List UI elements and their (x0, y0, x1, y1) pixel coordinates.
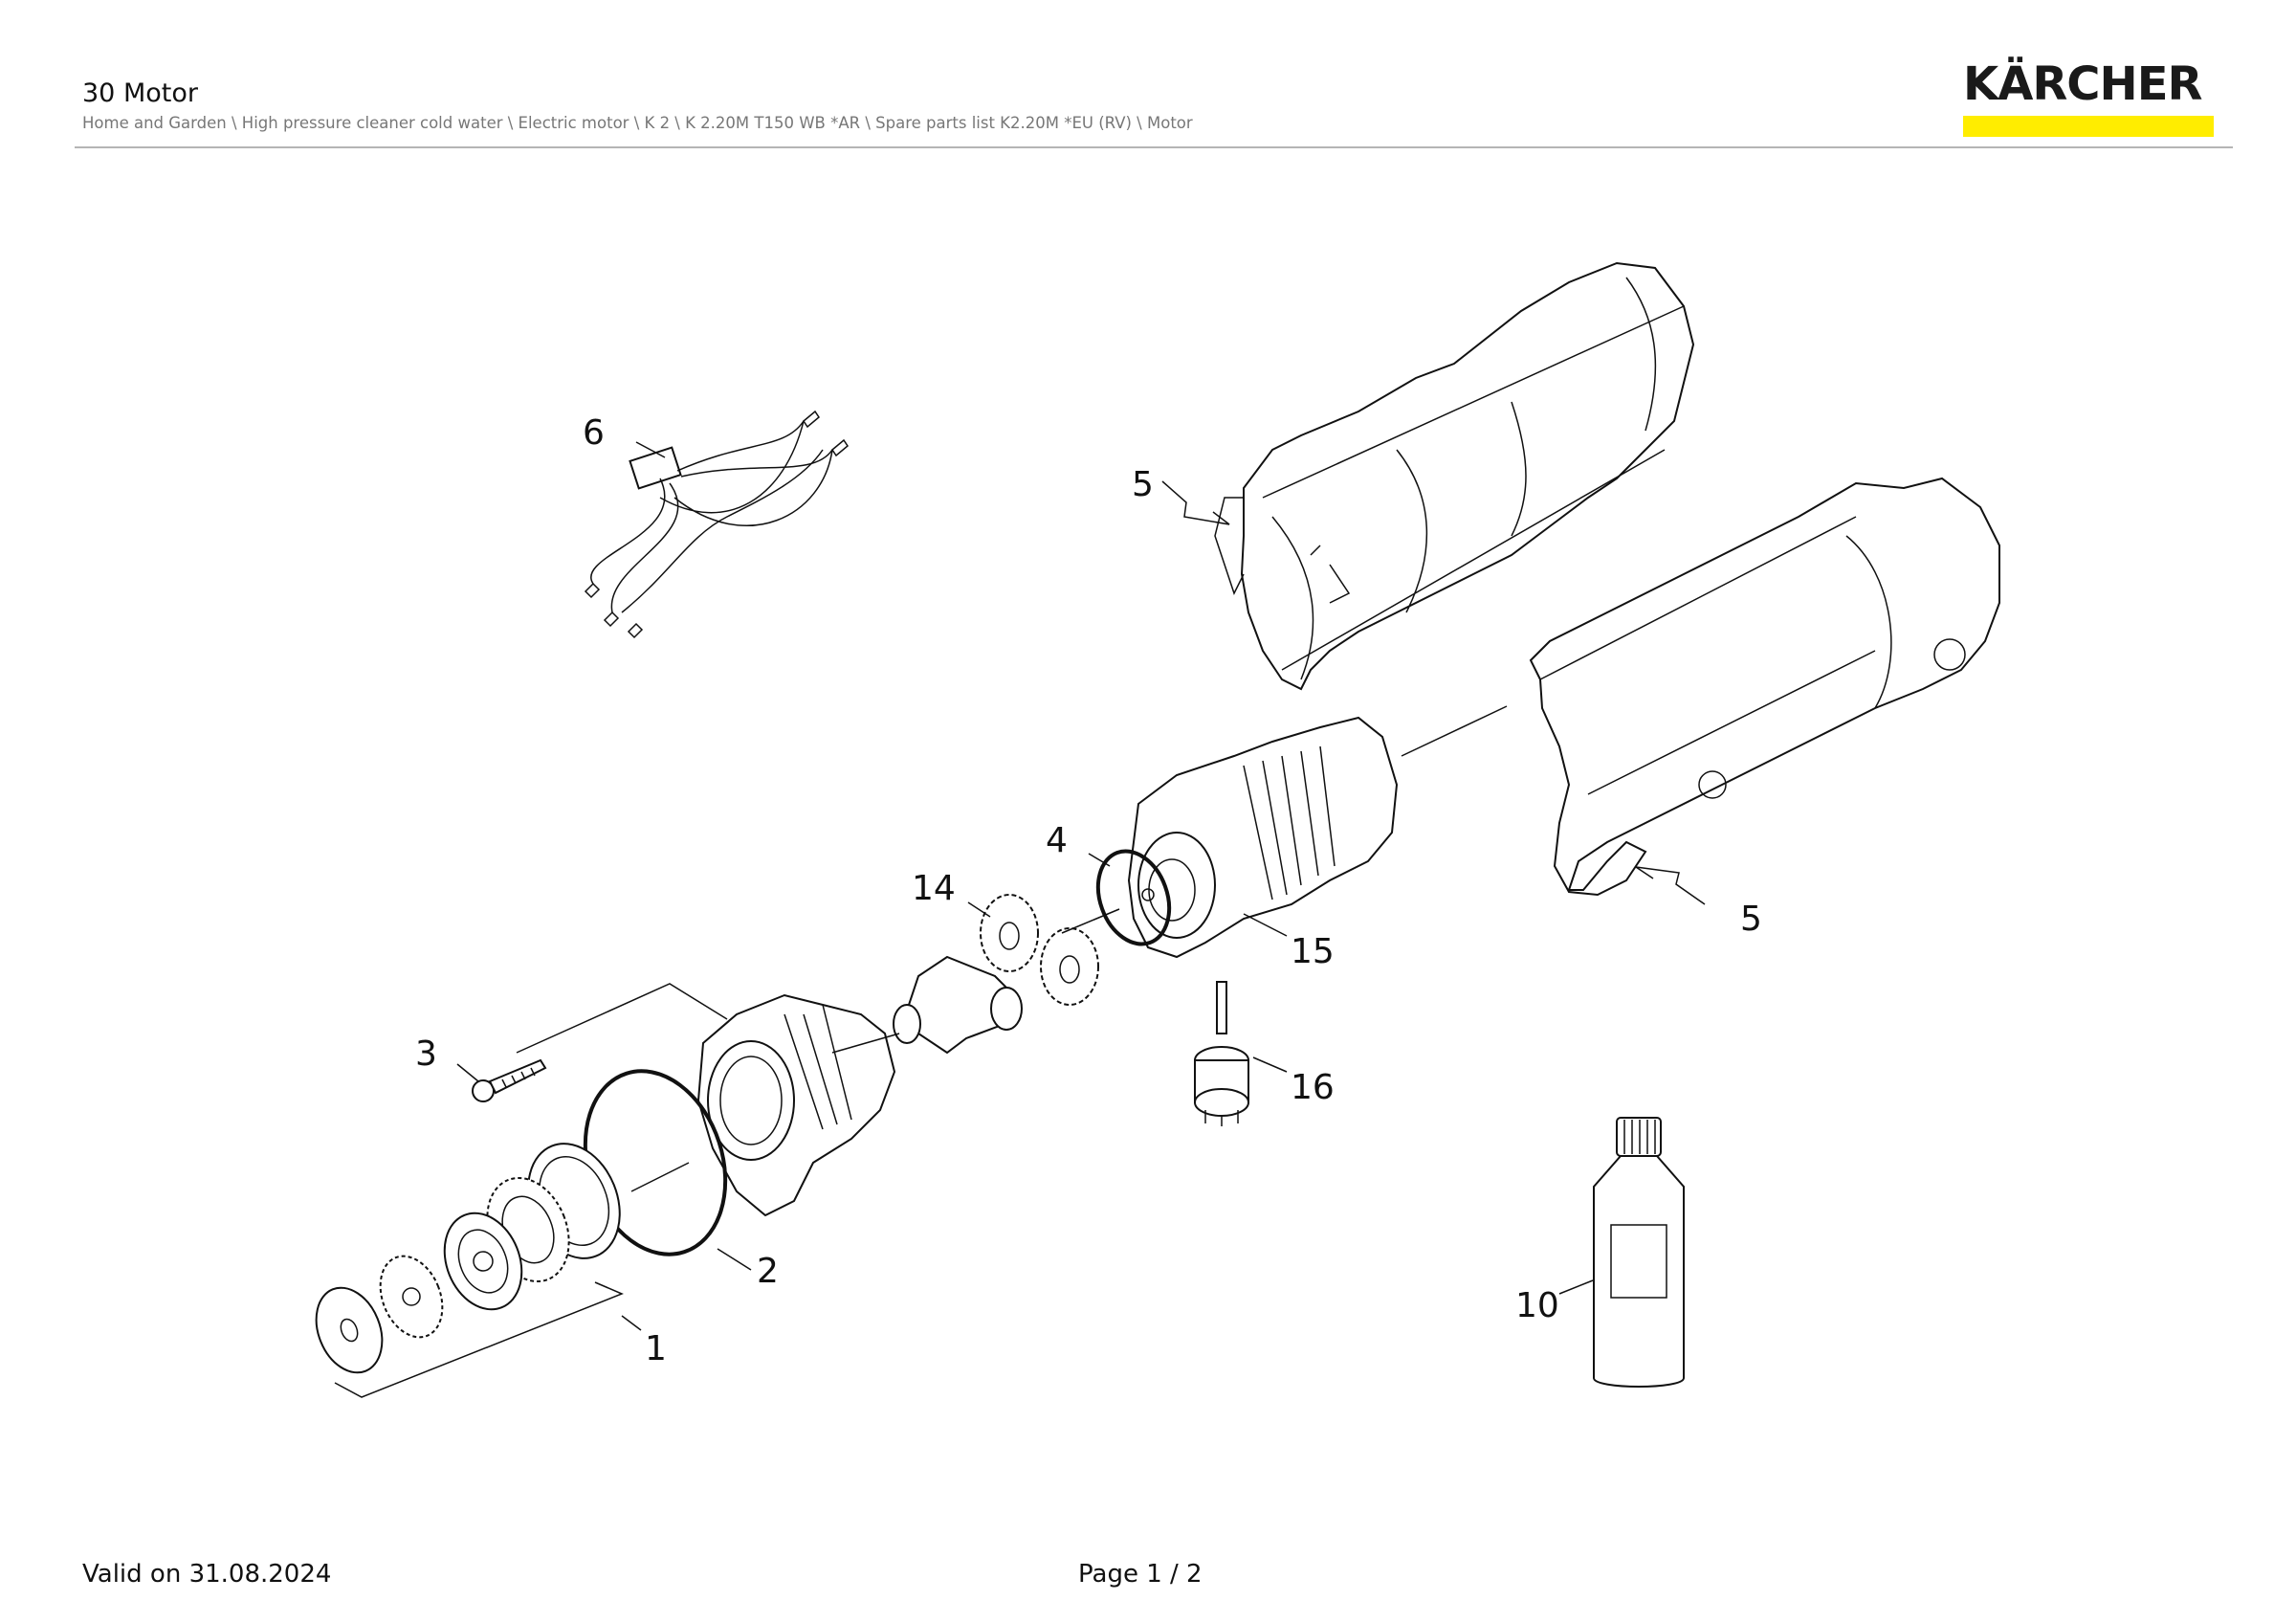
part-14-gears (980, 894, 1099, 1006)
callout-1: 1 (645, 1329, 667, 1368)
gear-housing (696, 993, 896, 1217)
callout-16: 16 (1291, 1068, 1335, 1107)
callout-2: 2 (757, 1252, 779, 1291)
callout-6: 6 (583, 413, 605, 453)
valid-date: Valid on 31.08.2024 (82, 1560, 332, 1589)
callout-14: 14 (912, 869, 956, 908)
part-5-upper-housing (1214, 261, 1695, 691)
page-number: Page 1 / 2 (1078, 1560, 1203, 1589)
connecting-shaft (893, 955, 1023, 1055)
callout-4: 4 (1046, 821, 1068, 860)
callout-leaders (456, 441, 1706, 1331)
callout-3: 3 (415, 1034, 437, 1074)
callout-5-lower: 5 (1740, 900, 1762, 939)
part-10-oil-bottle (1593, 1117, 1685, 1388)
part-16-capacitor (1194, 981, 1249, 1126)
header-divider (75, 146, 2233, 148)
logo-yellow-bar (1963, 116, 2214, 137)
callout-5-upper: 5 (1132, 465, 1154, 504)
part-5-lower-housing (1529, 477, 2000, 897)
part-3-screw (472, 1058, 547, 1102)
part-15-motor (1127, 716, 1399, 959)
callout-15: 15 (1291, 932, 1335, 971)
part-6-cable-harness (584, 410, 849, 639)
part-1-bearing-set (315, 1143, 621, 1374)
assembly-axis-lines (334, 705, 1508, 1398)
part-4-o-ring (1095, 849, 1172, 946)
callout-10: 10 (1515, 1286, 1559, 1325)
breadcrumb: Home and Garden \ High pressure cleaner … (82, 114, 1193, 132)
karcher-logo: KÄRCHER (1963, 61, 2214, 137)
logo-wordmark: KÄRCHER (1963, 57, 2202, 111)
page-title: 30 Motor (82, 78, 198, 108)
